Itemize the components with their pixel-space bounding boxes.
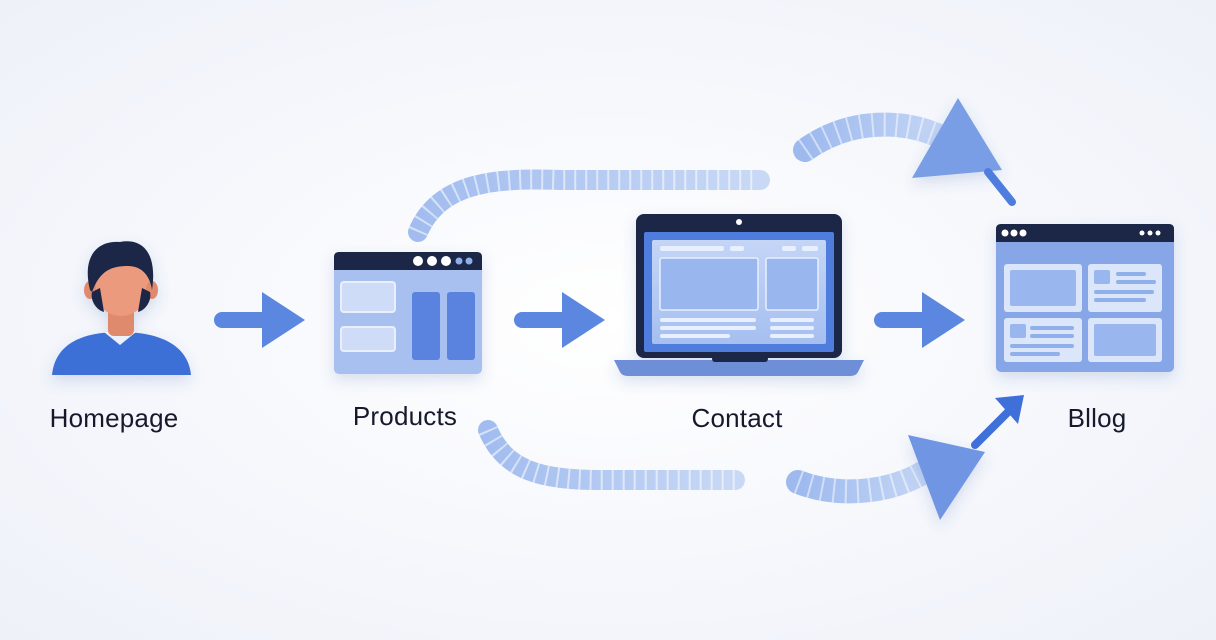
edge-products-contact: [514, 292, 605, 348]
label-homepage: Homepage: [49, 403, 179, 433]
arrow-right-icon: [562, 292, 605, 348]
label-blog: Bllog: [1067, 403, 1127, 433]
node-homepage-icon: [52, 241, 191, 375]
edge-products-blog-top: [408, 98, 1016, 242]
node-blog-icon: [996, 224, 1174, 372]
node-contact-icon: [614, 214, 864, 376]
node-products-icon: [334, 252, 482, 374]
arrow-right-icon: [262, 292, 305, 348]
label-contact: Contact: [691, 403, 783, 433]
edge-contact-blog: [874, 292, 965, 348]
edge-homepage-products: [214, 292, 305, 348]
arrow-right-icon: [922, 292, 965, 348]
edge-products-blog-bottom: [478, 395, 1024, 520]
label-products: Products: [352, 401, 458, 431]
arrowhead-top-icon: [912, 98, 1002, 178]
arrowhead-bottom-icon: [908, 435, 985, 520]
